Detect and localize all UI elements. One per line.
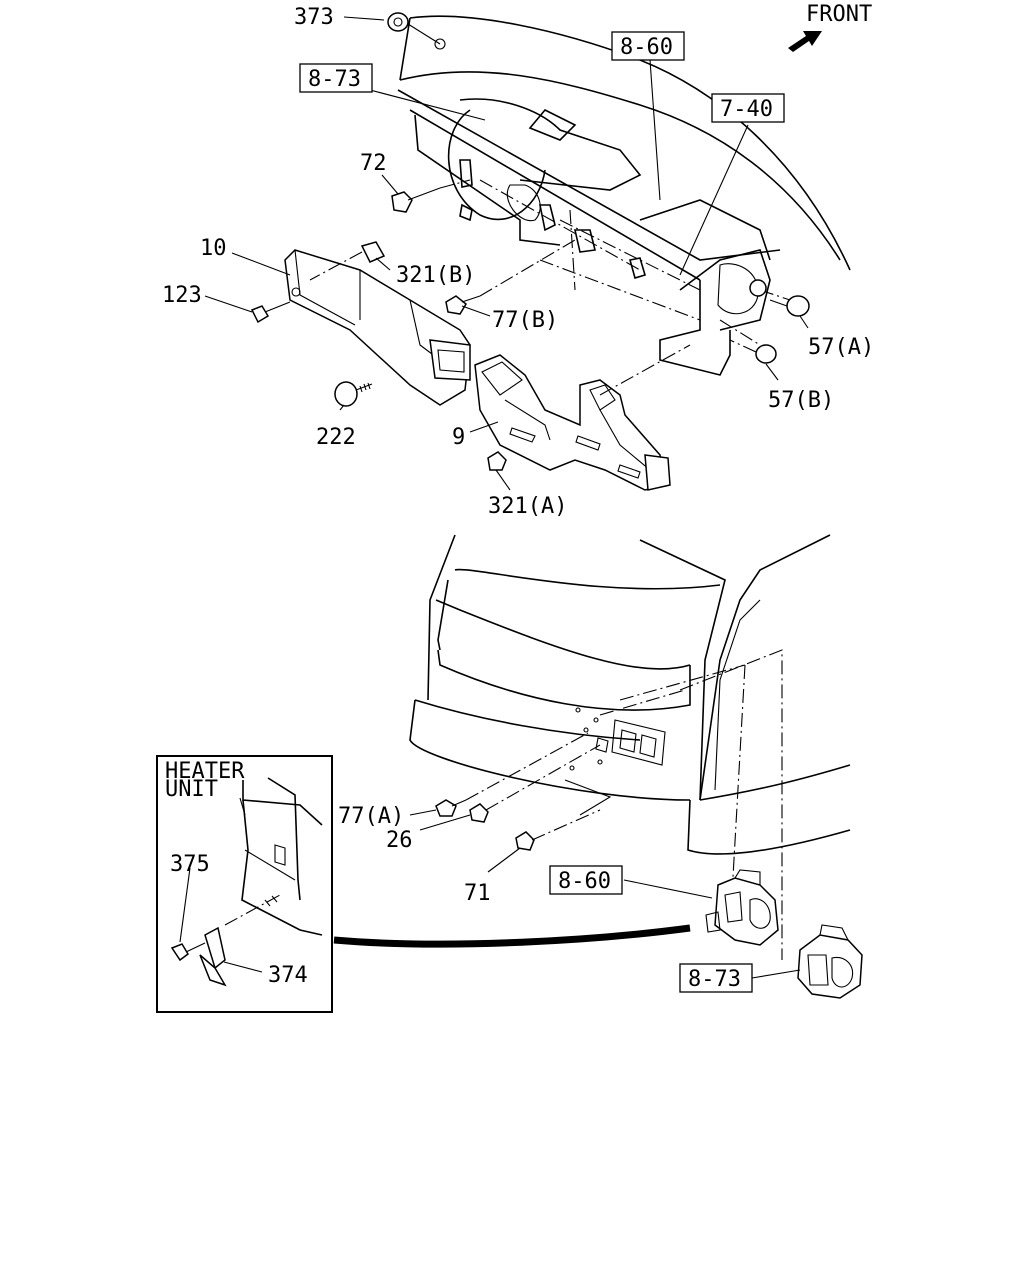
ref-box-8-60-lower: 8-60 bbox=[549, 865, 623, 895]
front-label: FRONT bbox=[806, 2, 872, 27]
part-77a-bolt bbox=[435, 732, 589, 817]
callout-375: 375 bbox=[170, 852, 210, 877]
part-321a-nut bbox=[487, 451, 507, 471]
inset-title-line1: HEATER bbox=[165, 759, 245, 784]
svg-text:8-73: 8-73 bbox=[308, 67, 361, 92]
part-26-nut bbox=[469, 744, 601, 823]
callout-71: 71 bbox=[464, 881, 491, 906]
instrument-panel-upper bbox=[397, 15, 851, 376]
inset-title-line2: UNIT bbox=[165, 777, 218, 802]
part-8-73-assembly-lower bbox=[797, 924, 863, 999]
part-8-60-assembly-lower bbox=[705, 869, 779, 946]
callout-222: 222 bbox=[316, 425, 356, 450]
ref-box-7-40: 7-40 bbox=[711, 93, 785, 123]
leader-lines bbox=[179, 16, 809, 979]
part-373-grommet bbox=[387, 12, 446, 50]
part-57a-plug bbox=[749, 279, 810, 317]
ref-box-8-73-lower: 8-73 bbox=[679, 963, 753, 993]
front-indicator: FRONT bbox=[788, 2, 872, 52]
heater-unit-inset bbox=[156, 755, 333, 1013]
part-72-bolt bbox=[391, 179, 471, 213]
callout-77b: 77(B) bbox=[492, 308, 558, 333]
front-arrow-icon bbox=[788, 31, 822, 52]
part-9-duct bbox=[474, 344, 691, 491]
callout-10: 10 bbox=[200, 236, 227, 261]
cab-lower-body bbox=[409, 534, 851, 960]
svg-text:8-73: 8-73 bbox=[688, 967, 741, 992]
part-77b-bolt bbox=[445, 239, 576, 315]
callout-123: 123 bbox=[162, 283, 202, 308]
ref-box-8-60-upper: 8-60 bbox=[611, 31, 685, 61]
part-57b-plug bbox=[729, 339, 777, 364]
callout-321a: 321(A) bbox=[488, 494, 567, 519]
part-321b-clip bbox=[309, 241, 386, 281]
callout-77a: 77(A) bbox=[338, 804, 404, 829]
ref-box-8-73-upper: 8-73 bbox=[299, 63, 373, 93]
callout-26: 26 bbox=[386, 828, 413, 853]
inset-pointer-line bbox=[333, 924, 691, 948]
callout-72: 72 bbox=[360, 151, 387, 176]
part-222-push-pin bbox=[334, 381, 373, 407]
part-71-nut bbox=[515, 809, 601, 851]
callout-373: 373 bbox=[294, 5, 334, 30]
callout-57a: 57(A) bbox=[808, 335, 874, 360]
svg-text:8-60: 8-60 bbox=[620, 35, 673, 60]
callout-374: 374 bbox=[268, 963, 308, 988]
callout-9: 9 bbox=[452, 425, 465, 450]
part-10-duct bbox=[284, 249, 471, 406]
callout-321b: 321(B) bbox=[396, 263, 475, 288]
svg-text:8-60: 8-60 bbox=[558, 869, 611, 894]
svg-text:7-40: 7-40 bbox=[720, 97, 773, 122]
callout-57b: 57(B) bbox=[768, 388, 834, 413]
part-123-screw bbox=[250, 301, 291, 324]
